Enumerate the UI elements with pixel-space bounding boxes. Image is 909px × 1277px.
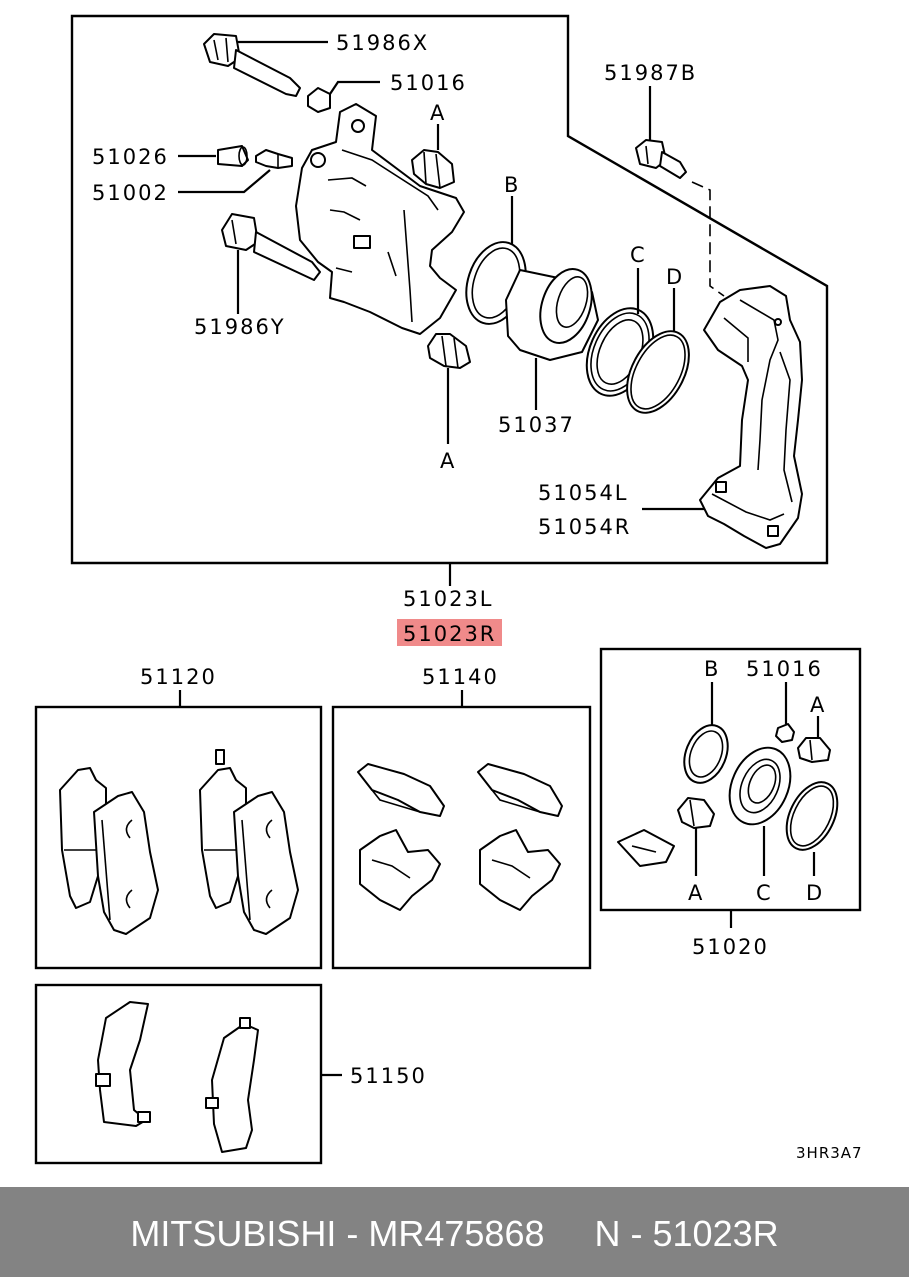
bolt-51987b [635, 139, 687, 179]
pin-boot-a-top [411, 149, 455, 189]
label-51987b: 51987B [604, 61, 697, 85]
pin-boot-a-bottom [427, 333, 471, 369]
leader-51016-top [329, 80, 380, 95]
guide-pin-51986y [221, 213, 321, 281]
label-kit-d: D [806, 881, 824, 905]
diagram-code: 3HR3A7 [796, 1144, 863, 1162]
shim-set-box [34, 983, 323, 1165]
bleeder-cap-51026 [217, 145, 249, 167]
label-kit-b: B [704, 657, 720, 681]
piston-51037 [505, 268, 599, 361]
label-a-top: A [430, 101, 446, 125]
pad-set-box [34, 705, 323, 970]
seal-d [626, 330, 690, 414]
label-51140: 51140 [422, 665, 499, 689]
label-a-bottom: A [440, 449, 456, 473]
label-51023r: 51023R [403, 622, 496, 646]
label-51150: 51150 [350, 1064, 427, 1088]
label-kit-51016: 51016 [746, 657, 823, 681]
label-c-top: C [630, 243, 647, 267]
highlight-51023r [397, 619, 502, 646]
caliper-support-51054 [699, 285, 803, 549]
caliper-body [295, 103, 465, 335]
clip-set-box [331, 705, 592, 970]
label-51986y: 51986Y [194, 315, 286, 339]
label-kit-a-top: A [810, 693, 826, 717]
footer-text: MITSUBISHI - MR475868 N - 51023R [130, 1213, 779, 1254]
brake-pads [59, 749, 299, 935]
bolt-dashed-line [691, 181, 725, 297]
label-51054l: 51054L [538, 481, 629, 505]
seal-kit-box [599, 647, 862, 912]
label-d-top: D [666, 265, 684, 289]
seal-kit-parts [617, 723, 839, 867]
label-kit-c: C [756, 881, 773, 905]
guide-pin-51986x [203, 33, 301, 97]
label-51023l: 51023L [403, 587, 494, 611]
label-kit-a-bottom: A [688, 881, 704, 905]
footer-banner: MITSUBISHI - MR475868 N - 51023R [0, 1187, 909, 1277]
label-b-top: B [504, 173, 520, 197]
label-51026: 51026 [92, 145, 169, 169]
pad-shims [95, 1001, 259, 1153]
leader-51002 [178, 169, 271, 194]
label-51002: 51002 [92, 181, 169, 205]
label-51120: 51120 [140, 665, 217, 689]
caliper-assembly-frame [70, 14, 829, 565]
label-51020: 51020 [692, 935, 769, 959]
label-51054r: 51054R [538, 515, 631, 539]
label-51016-top: 51016 [390, 71, 467, 95]
bleeder-screw-51002 [255, 149, 293, 169]
label-51986x: 51986X [336, 31, 429, 55]
sleeve-51016 [307, 87, 331, 113]
parts-diagram: 51986X 51016 A 51987B 51026 51002 B C D … [34, 14, 863, 1165]
pad-clips [357, 763, 563, 911]
label-51037: 51037 [498, 413, 575, 437]
